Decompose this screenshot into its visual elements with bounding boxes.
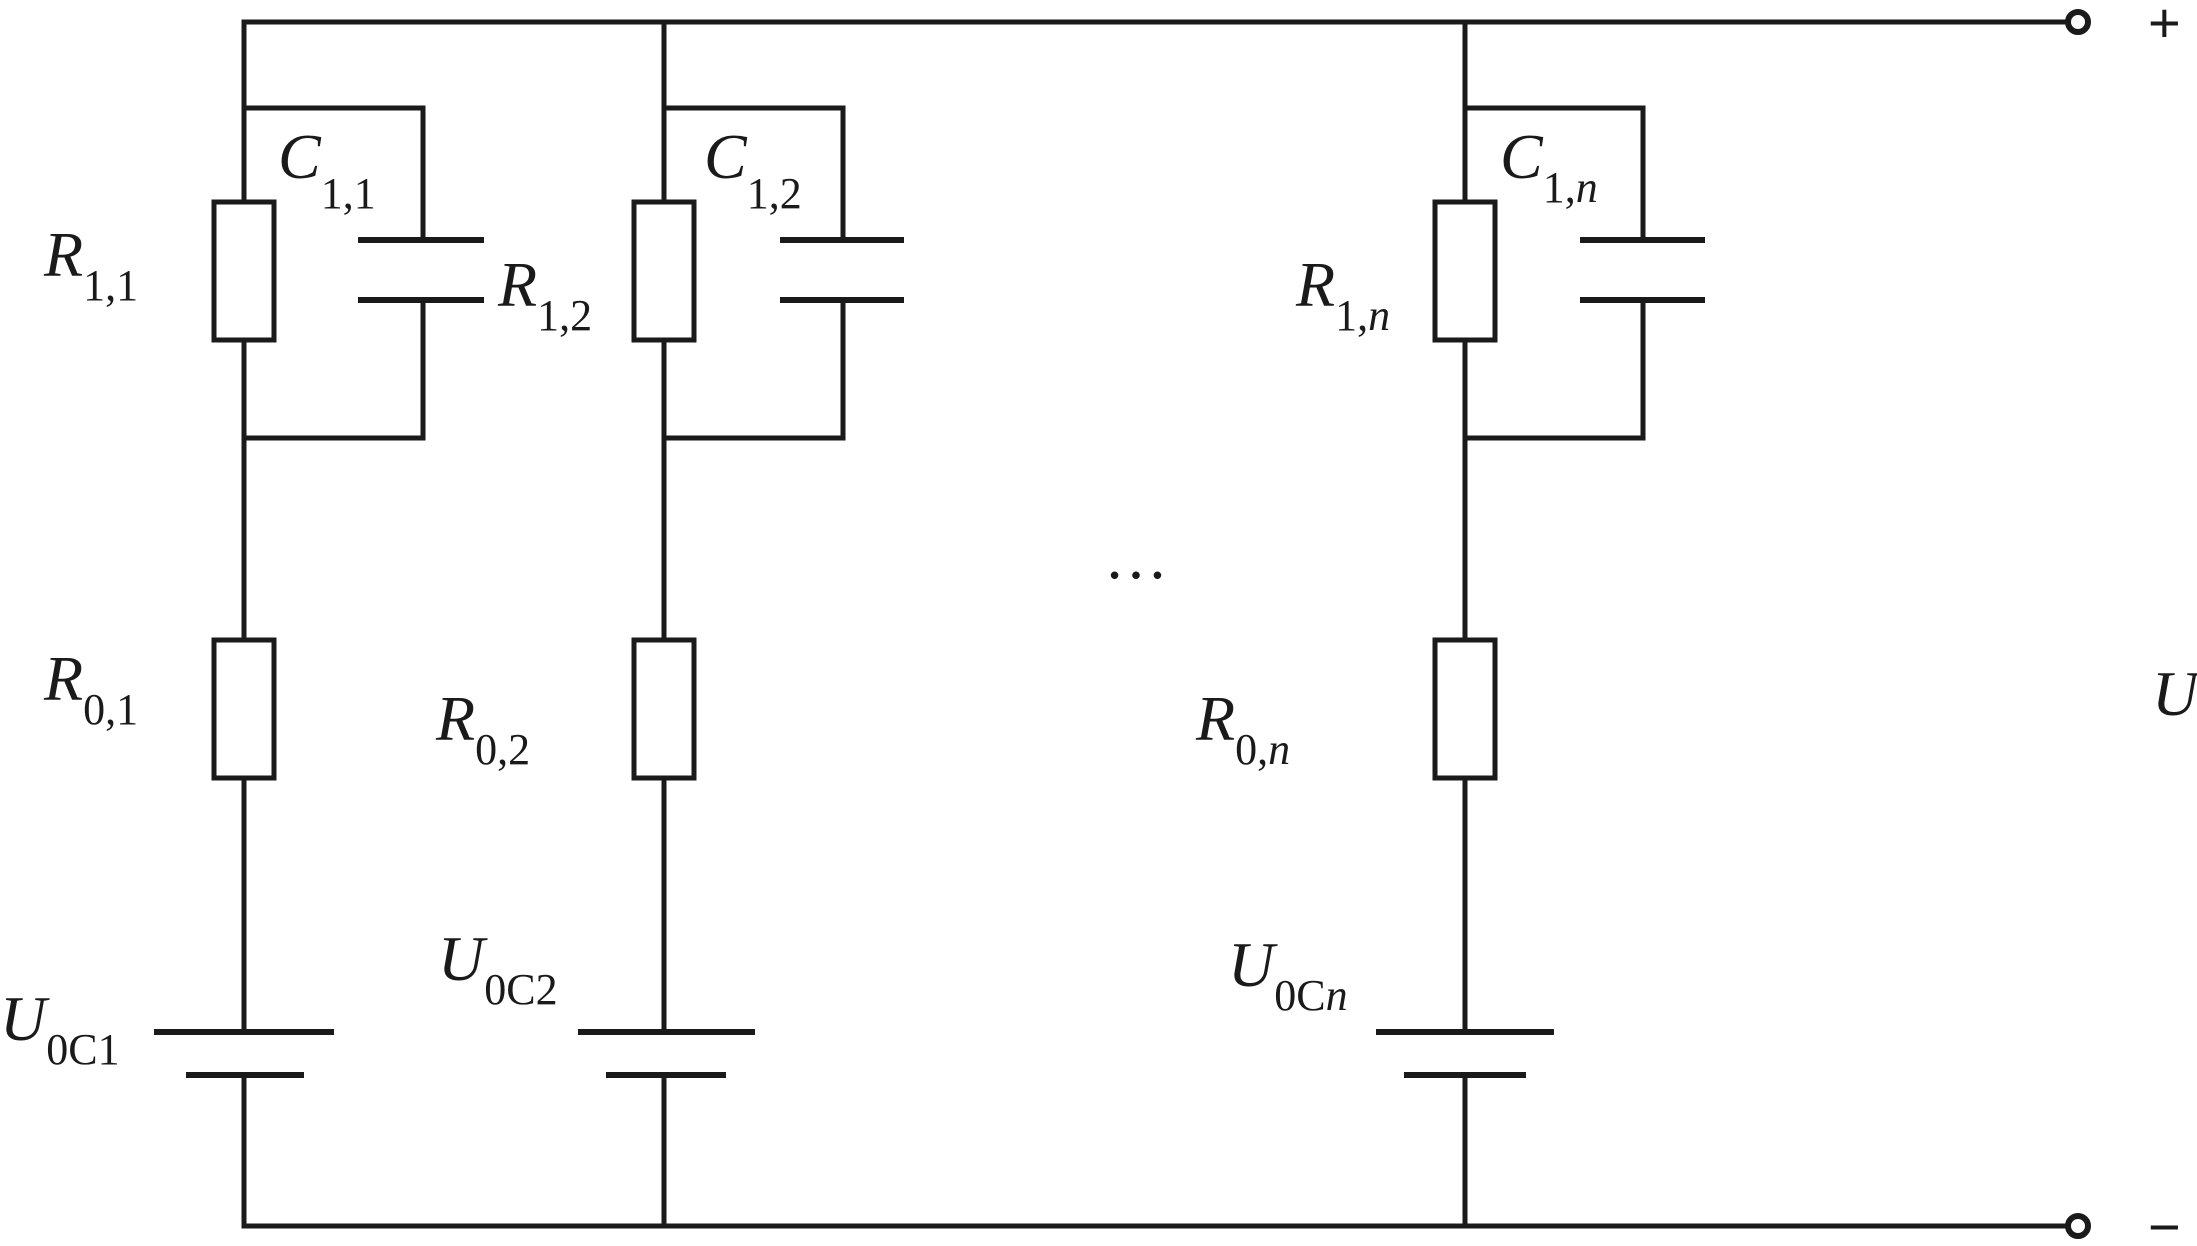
branch-1-r0-resistor	[211, 637, 277, 781]
branch-n-r1-resistor	[1432, 199, 1498, 343]
branch-1	[154, 19, 484, 1229]
branch-n-r0-resistor	[1432, 637, 1498, 781]
branch-n-c1-label: C1,n	[1500, 121, 1598, 212]
branch-1-r1-label: R1,1	[43, 219, 138, 310]
branch-2	[578, 19, 904, 1229]
positive-terminal	[2065, 9, 2091, 35]
branch-n	[1376, 19, 1705, 1229]
branch-n-u0c-label: U0Cn	[1228, 929, 1348, 1020]
branch-ellipsis: …	[1104, 521, 1168, 592]
branch-n-r0-label: R0,n	[1195, 683, 1290, 774]
branch-2-r0-label: R0,2	[435, 683, 530, 774]
plus-sign: +	[2148, 0, 2181, 54]
output-voltage-label: U0	[2152, 658, 2197, 739]
branch-1-r0-label: R0,1	[43, 643, 138, 734]
branch-2-r1-label: R1,2	[497, 249, 592, 340]
branch-2-r1-resistor	[631, 199, 697, 343]
branch-1-r1-resistor	[211, 199, 277, 343]
branch-2-c1-label: C1,2	[704, 121, 802, 218]
negative-terminal	[2065, 1213, 2091, 1239]
branch-1-u0c-label: U0C1	[0, 983, 120, 1074]
branch-2-r0-resistor	[631, 637, 697, 781]
branch-2-u0c-label: U0C2	[438, 923, 558, 1014]
minus-sign: −	[2148, 1195, 2181, 1246]
branch-n-r1-label: R1,n	[1295, 249, 1390, 340]
branch-1-c1-label: C1,1	[278, 121, 376, 218]
